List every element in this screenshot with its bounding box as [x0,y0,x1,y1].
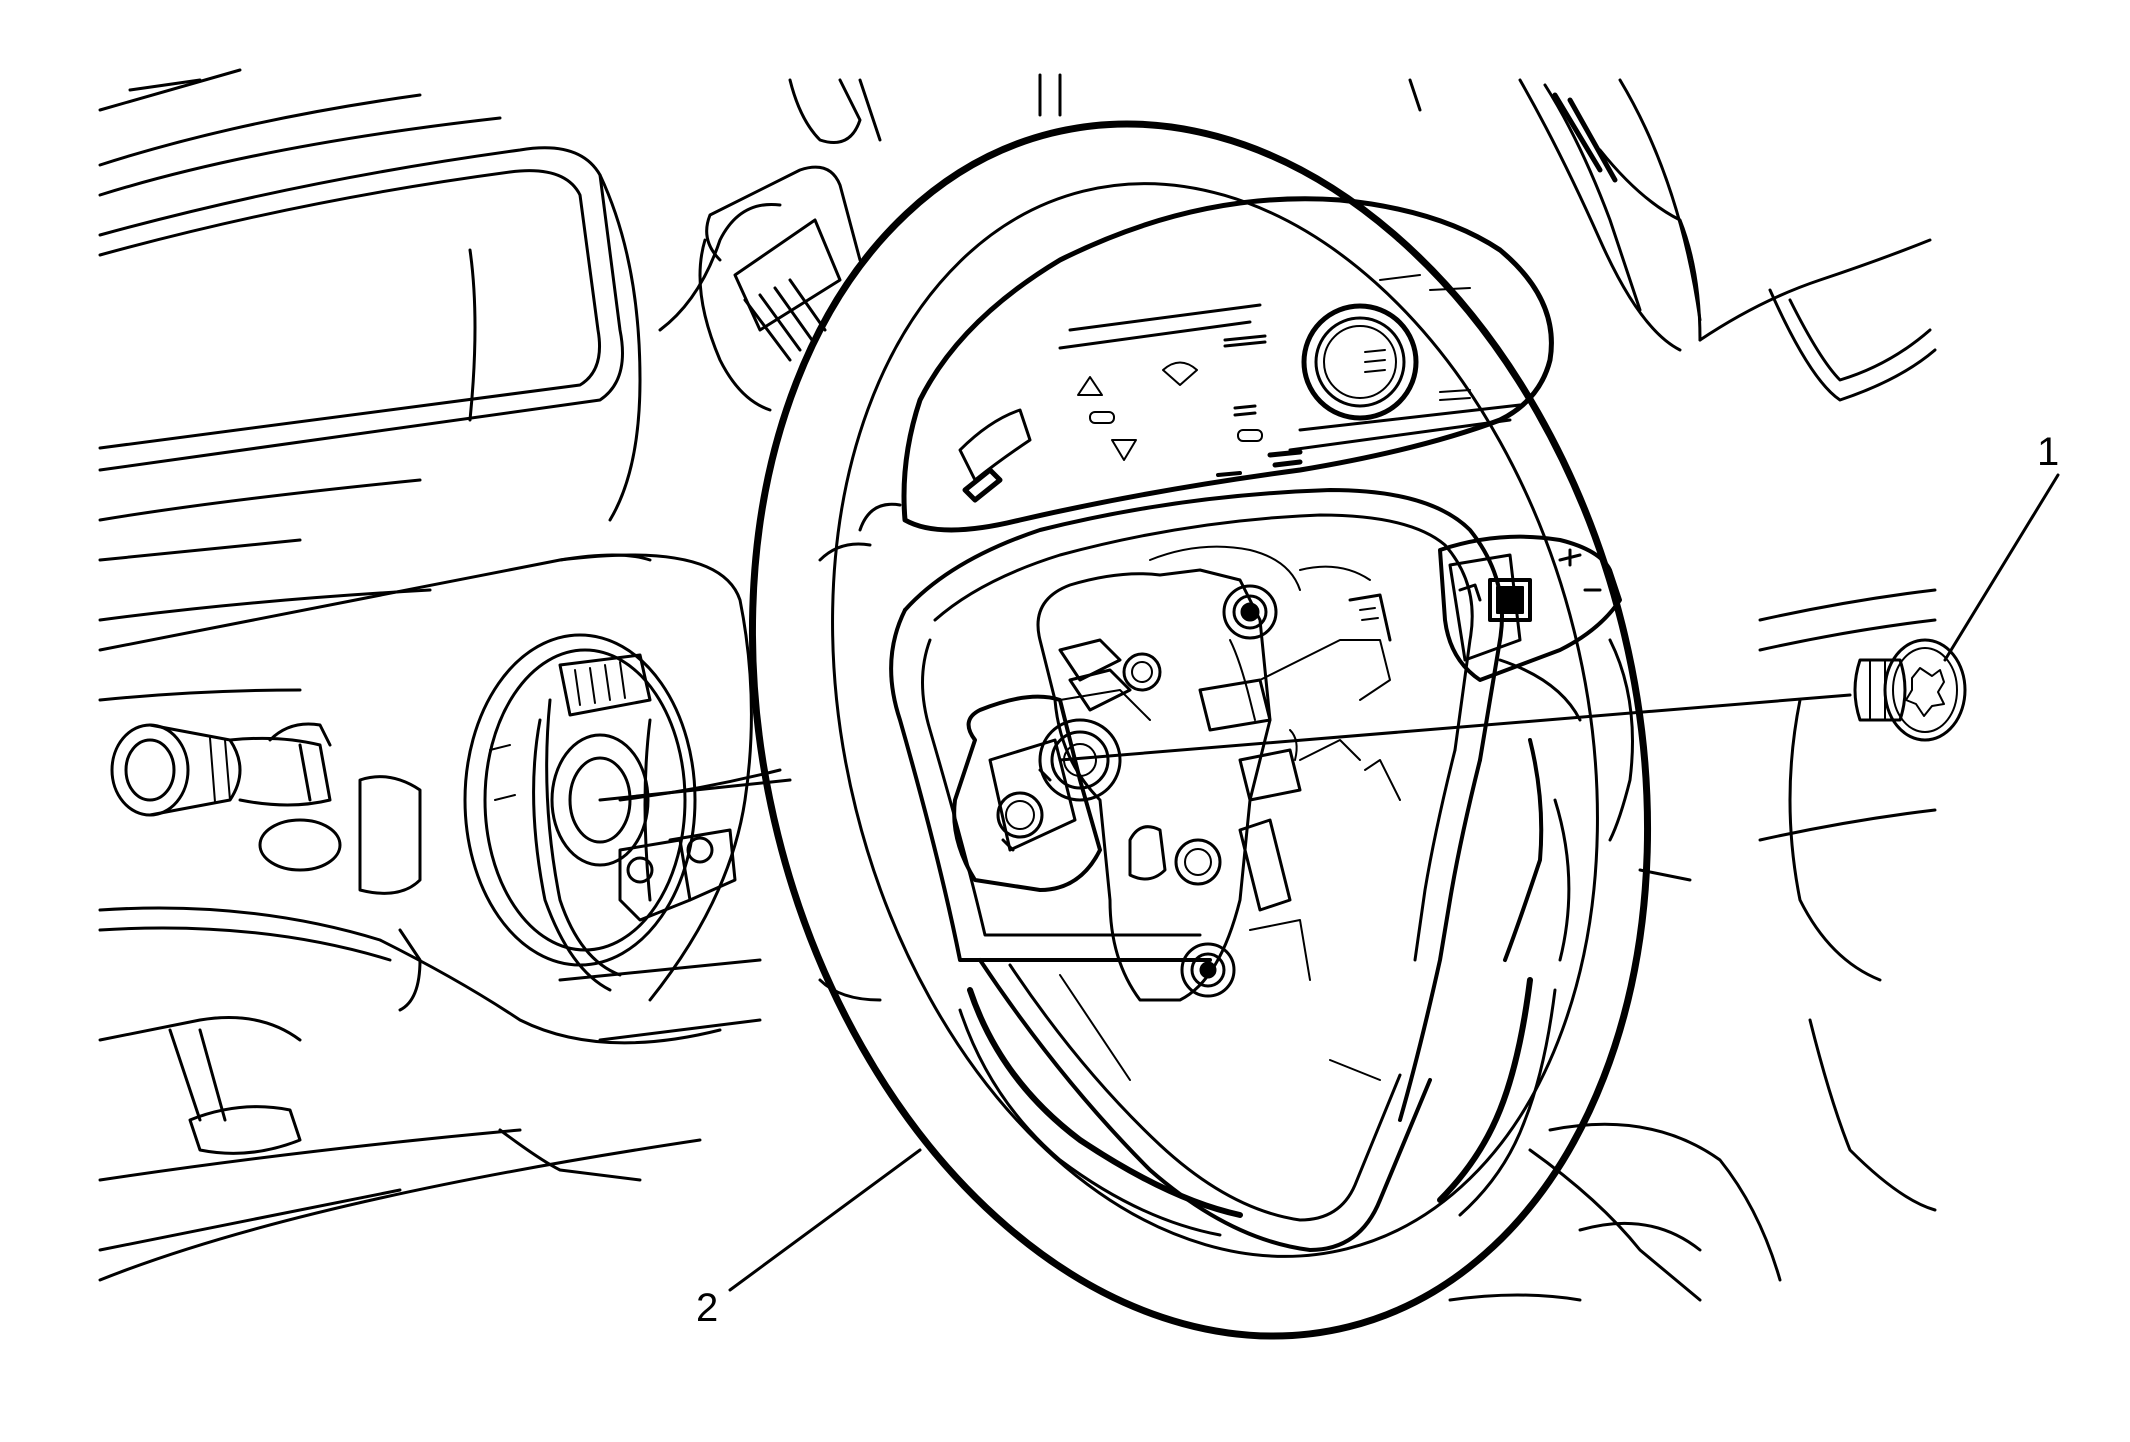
steering-column-shroud [98,553,753,1182]
right-dash [1448,78,1937,1302]
center-stack [98,73,1422,1282]
callout-2-leader [728,1148,922,1292]
column-axis-line [598,778,792,802]
leader-lines [598,473,2060,1292]
turn-signal-lever [110,722,342,872]
steering-wheel-bolt [1853,638,1967,742]
bolt-axis-line [1058,693,1852,762]
hub-internals [1036,545,1401,1002]
steering-wheel [748,120,1692,1340]
callout-label-2: 2 [696,1286,719,1330]
clockspring [463,633,737,992]
callout-label-1: 1 [2037,430,2060,474]
instrument-panel [98,68,782,702]
callout-1-leader [1943,473,2060,662]
